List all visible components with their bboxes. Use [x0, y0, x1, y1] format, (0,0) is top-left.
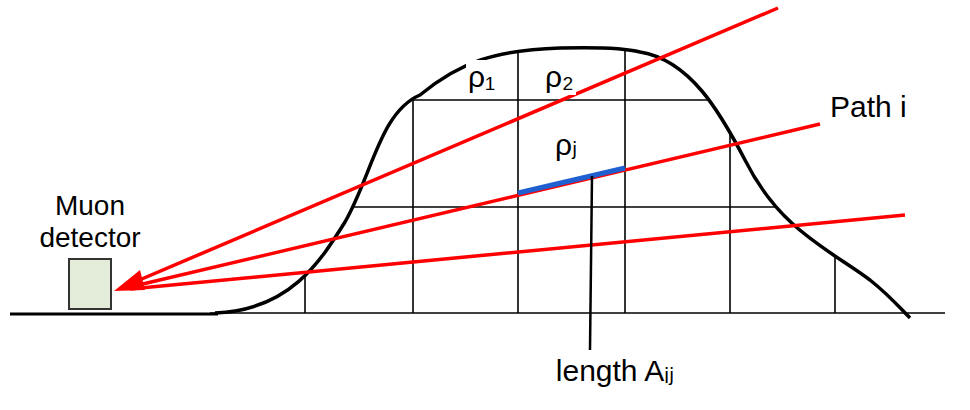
node-label: Muon detector — [10, 190, 170, 254]
path-segment — [518, 168, 625, 193]
density-label: ρ₂ — [543, 60, 576, 95]
mountain-outline — [215, 48, 910, 318]
ground-line — [10, 313, 218, 316]
density-label: ρⱼ — [553, 128, 579, 163]
detector-node: Muon detector — [10, 190, 170, 310]
arrowhead — [114, 270, 145, 291]
length-label: length Aᵢⱼ — [554, 354, 676, 389]
muon-paths — [130, 8, 905, 289]
density-label: ρ₁ — [466, 60, 497, 95]
path-label: Path i — [828, 90, 909, 125]
detector-box — [68, 258, 112, 310]
base-line — [210, 312, 945, 314]
leader-line — [590, 176, 592, 350]
